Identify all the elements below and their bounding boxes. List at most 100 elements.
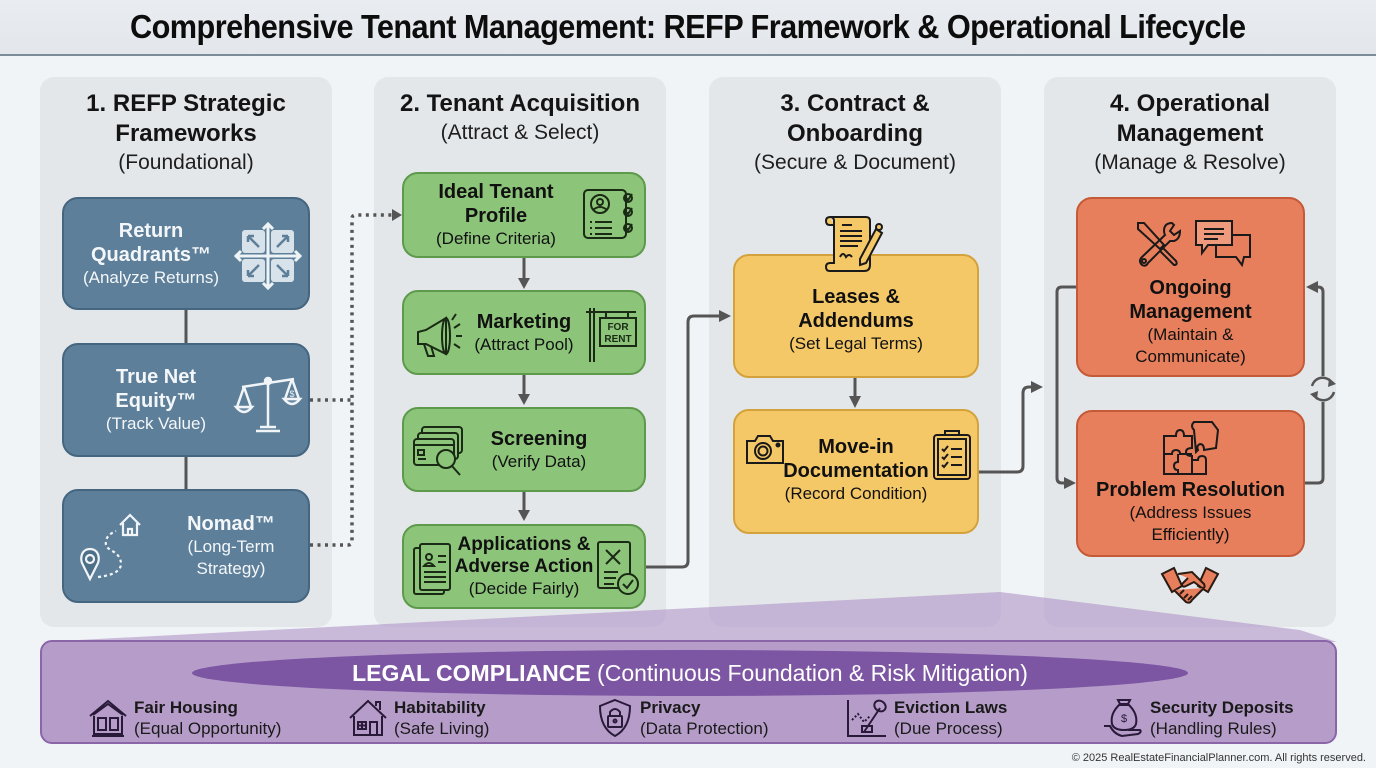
legal-item-label: Fair Housing: [134, 698, 238, 717]
arrowhead: [518, 278, 530, 289]
box-title: Problem Resolution: [1096, 478, 1285, 501]
legal-subtitle: (Continuous Foundation & Risk Mitigation…: [590, 659, 1028, 686]
legal-item-fair-housing[interactable]: Fair Housing (Equal Opportunity): [88, 698, 281, 740]
legal-item-sub: (Equal Opportunity): [134, 719, 282, 738]
box-subtitle: (Set Legal Terms): [789, 334, 923, 353]
legal-item-label: Eviction Laws: [894, 698, 1008, 717]
column-header: 4. Operational Management (Manage & Reso…: [1044, 89, 1336, 177]
title-bar: Comprehensive Tenant Management: REFP Fr…: [0, 0, 1376, 56]
legal-item-security-deposits[interactable]: $ Security Deposits (Handling Rules): [1102, 698, 1294, 740]
map-pin-house-path-icon: [80, 513, 141, 582]
megaphone-icon: [417, 313, 462, 357]
box-title: Ideal Tenant: [438, 181, 554, 203]
arrowhead: [849, 396, 861, 408]
house-icon: [349, 699, 387, 736]
box-title: Adverse Action: [454, 555, 594, 577]
column-title: Frameworks: [115, 120, 257, 147]
box-ongoing-management[interactable]: Ongoing Management (Maintain & Communica…: [1076, 197, 1305, 377]
box-subtitle: (Analyze Returns): [82, 267, 220, 287]
arrowhead: [392, 209, 402, 221]
box-problem-resolution[interactable]: Problem Resolution (Address Issues Effic…: [1076, 410, 1305, 557]
legal-item-label: Habitability: [394, 698, 486, 717]
money-bag-hand-icon: $: [1104, 699, 1142, 738]
box-move-in-documentation[interactable]: Move-in Documentation (Record Condition): [733, 409, 979, 534]
column-header: 3. Contract & Onboarding (Secure & Docum…: [709, 89, 1001, 177]
box-subtitle: (Long-Term: [187, 537, 275, 556]
cycle-arrows-icon: [1310, 376, 1336, 402]
legal-item-habitability[interactable]: Habitability (Safe Living): [348, 698, 489, 740]
box-subtitle: Communicate): [1135, 347, 1246, 366]
box-marketing[interactable]: Marketing (Attract Pool) FOR RENT: [402, 290, 646, 375]
scroll-pen-icon: [824, 215, 884, 272]
box-title: Marketing: [476, 310, 572, 333]
page-title: Comprehensive Tenant Management: REFP Fr…: [130, 8, 1246, 45]
connector-line: [1055, 285, 1076, 485]
sign-text: RENT: [604, 334, 631, 345]
profile-checklist-icon: [583, 189, 633, 239]
quadrant-arrows-icon: [233, 221, 303, 291]
handshake-icon: [1160, 566, 1220, 604]
box-title: Nomad™: [187, 513, 275, 535]
camera-icon: [746, 435, 784, 464]
box-true-net-equity[interactable]: True Net Equity™ (Track Value) $: [62, 343, 310, 457]
column-subtitle: (Manage & Resolve): [1094, 151, 1286, 174]
box-applications-adverse-action[interactable]: Applications & Adverse Action (Decide Fa…: [402, 524, 646, 609]
for-rent-sign-icon: FOR RENT: [586, 308, 637, 362]
shield-lock-icon: [598, 698, 632, 738]
box-subtitle: Strategy): [196, 559, 266, 578]
card-magnifier-icon: [413, 426, 463, 476]
legal-item-label: Privacy: [640, 698, 701, 717]
box-title: Ongoing: [1149, 277, 1232, 299]
copyright-footer: © 2025 RealEstateFinancialPlanner.com. A…: [1071, 752, 1366, 764]
dotted-connector: [310, 213, 392, 547]
sign-text: FOR: [607, 322, 629, 333]
legal-compliance-banner: LEGAL COMPLIANCE (Continuous Foundation …: [192, 650, 1188, 696]
box-return-quadrants[interactable]: Return Quadrants™ (Analyze Returns): [62, 197, 310, 310]
box-subtitle: (Track Value): [105, 414, 207, 433]
box-screening[interactable]: Screening (Verify Data): [402, 407, 646, 492]
legal-item-sub: (Due Process): [894, 719, 1003, 738]
connector-line: [646, 314, 720, 569]
column-title: 2. Tenant Acquisition: [399, 90, 640, 117]
box-subtitle: (Verify Data): [491, 451, 587, 471]
box-title: True Net: [115, 366, 196, 388]
box-subtitle: (Define Criteria): [436, 229, 556, 248]
column-subtitle: (Attract & Select): [440, 121, 600, 144]
arrowhead: [1064, 477, 1076, 489]
box-title: Quadrants™: [90, 243, 212, 266]
arrowhead: [518, 394, 530, 405]
box-subtitle: (Record Condition): [784, 483, 928, 503]
box-title: Equity™: [115, 390, 197, 412]
legal-item-sub: (Data Protection): [640, 719, 769, 738]
legal-title: LEGAL COMPLIANCE: [352, 659, 591, 686]
box-title: Screening: [490, 427, 588, 450]
box-subtitle: (Decide Fairly): [468, 578, 580, 598]
tools-icon: [1137, 221, 1182, 267]
arrowhead: [1031, 381, 1043, 393]
column-title: 4. Operational: [1109, 90, 1271, 117]
legal-item-label: Security Deposits: [1150, 698, 1294, 717]
fair-housing-icon: [89, 699, 127, 737]
box-title: Profile: [464, 205, 528, 227]
eviction-gavel-icon: [847, 699, 887, 737]
box-subtitle: (Address Issues: [1129, 502, 1252, 522]
column-subtitle: (Secure & Document): [754, 151, 956, 174]
box-leases-addendums[interactable]: Leases & Addendums (Set Legal Terms): [733, 254, 979, 378]
chat-bubbles-icon: [1195, 220, 1251, 268]
box-nomad[interactable]: Nomad™ (Long-Term Strategy): [62, 489, 310, 603]
arrowhead: [719, 310, 731, 322]
column-subtitle: (Foundational): [118, 151, 254, 174]
balance-scale-icon: $: [233, 376, 303, 433]
application-documents-icon: [413, 543, 451, 595]
clipboard-checklist-icon: [933, 430, 971, 480]
svg-text:$: $: [1121, 713, 1127, 725]
legal-item-sub: (Safe Living): [394, 719, 490, 738]
box-subtitle: Efficiently): [1151, 524, 1230, 544]
legal-item-eviction-laws[interactable]: Eviction Laws (Due Process): [846, 698, 1007, 740]
box-ideal-tenant-profile[interactable]: Ideal Tenant Profile (Define Criteria): [402, 172, 646, 258]
legal-item-privacy[interactable]: Privacy (Data Protection): [596, 698, 769, 740]
box-title: Applications &: [457, 533, 591, 555]
arrowhead: [518, 510, 530, 521]
column-header: 2. Tenant Acquisition (Attract & Select): [374, 89, 666, 147]
legal-item-sub: (Handling Rules): [1150, 719, 1277, 738]
